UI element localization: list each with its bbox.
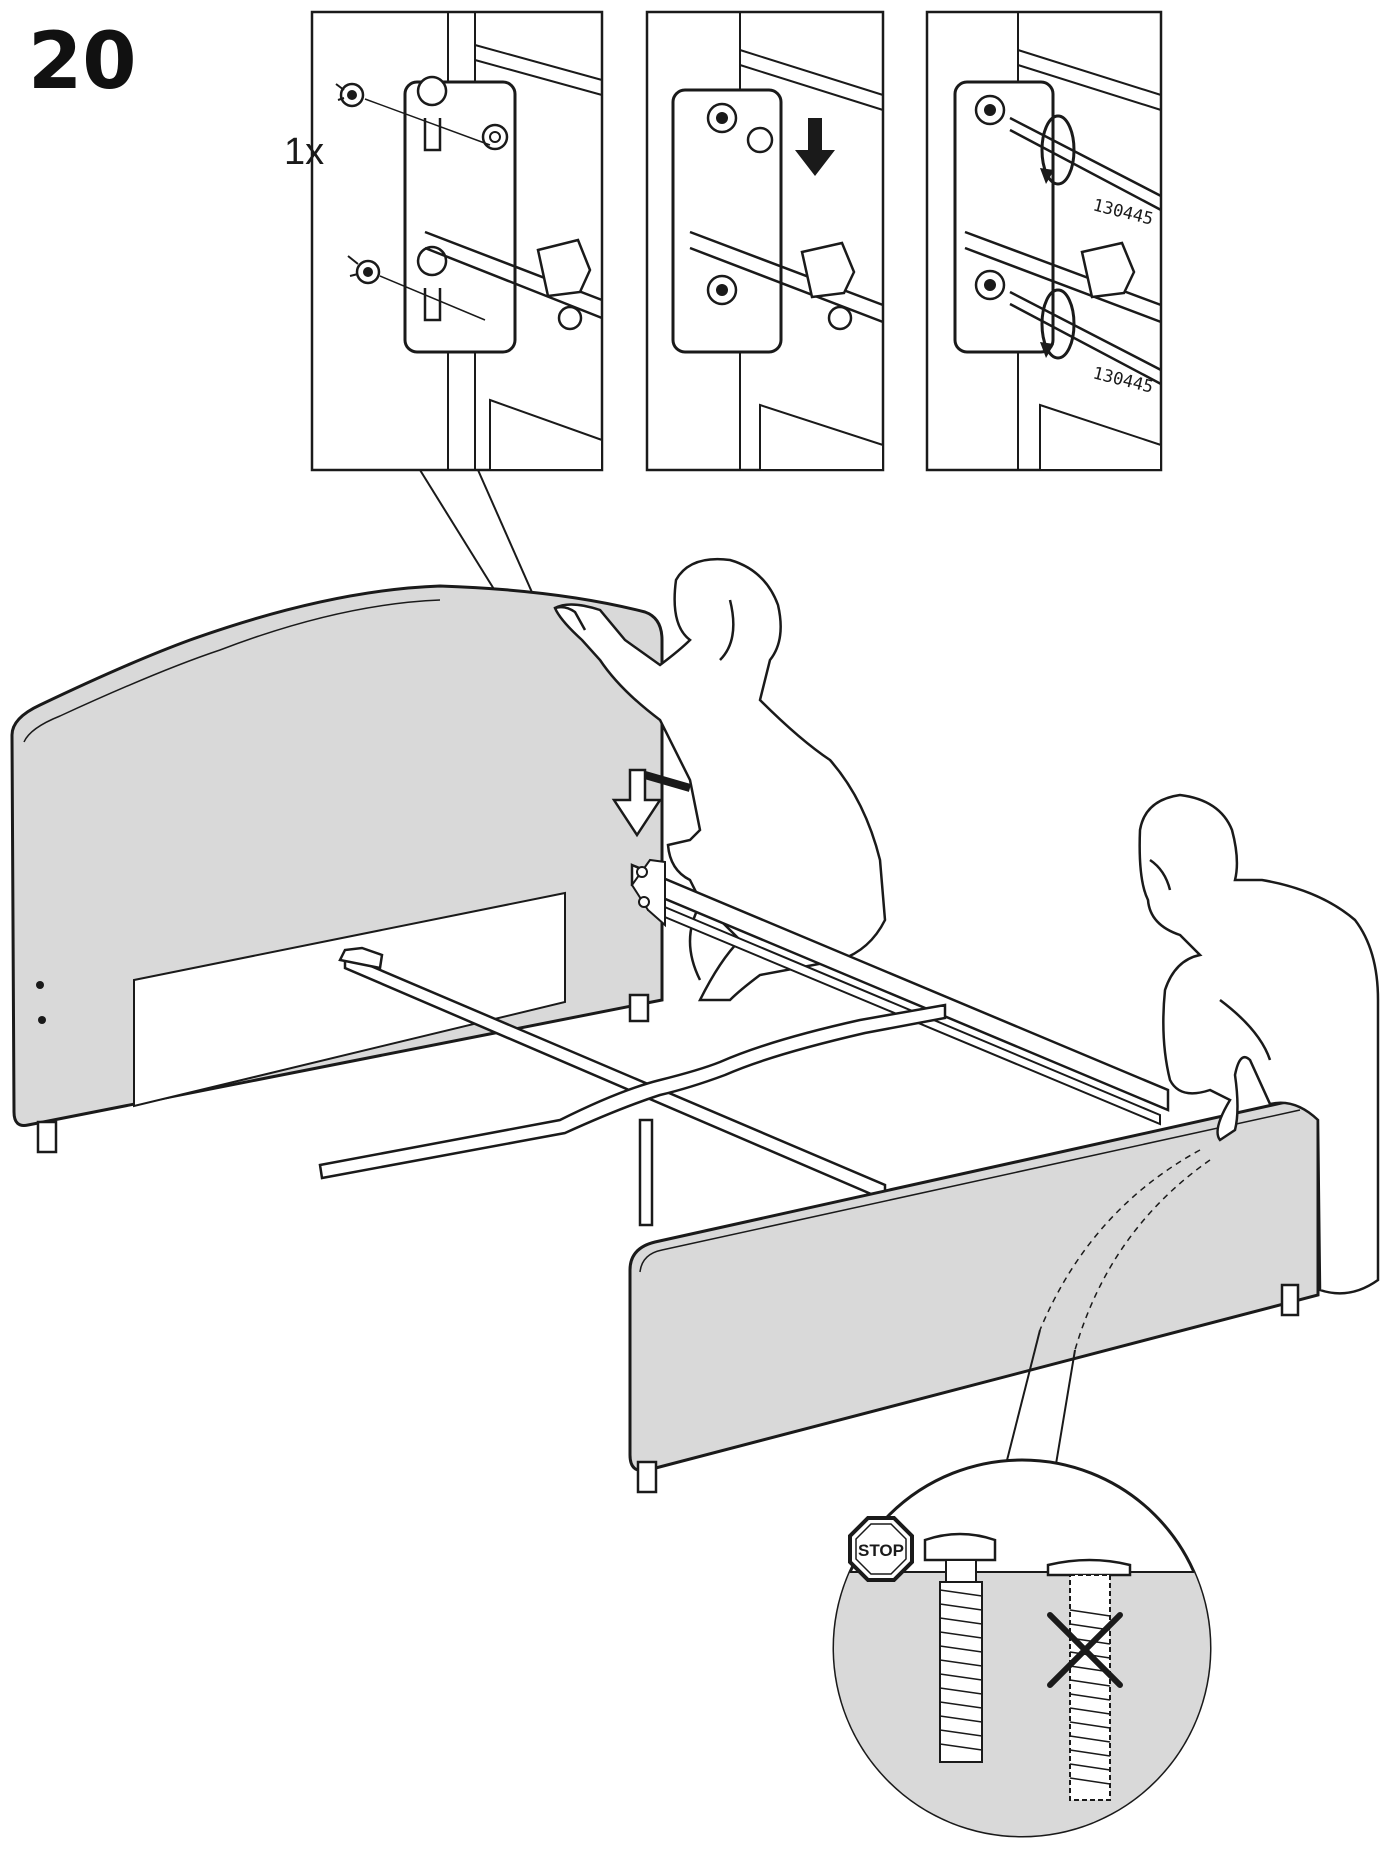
allen-key-upper-icon: [1009, 114, 1162, 212]
bolt-upper-icon: [335, 82, 491, 146]
detail-panel-tighten-bolts: 130445 130445: [925, 10, 1163, 472]
person-woman: [553, 558, 887, 1002]
detail-circle-bolt-depth: STOP: [832, 1458, 1212, 1838]
bolt-incorrect-icon: [1046, 1558, 1132, 1801]
headboard: [10, 584, 692, 1154]
footboard: [628, 1098, 1320, 1494]
quantity-label: 1x: [284, 131, 324, 173]
center-frame: [318, 946, 947, 1227]
detail-panel-insert-bolts: 1x: [284, 10, 604, 472]
person-man: [1138, 793, 1380, 1295]
arrow-down-icon: [795, 118, 835, 176]
allen-key-lower-icon: [1009, 288, 1162, 386]
step-number: 20: [28, 17, 137, 107]
stop-sign-icon: STOP: [848, 1516, 914, 1582]
cross-mark-icon: [1047, 1612, 1123, 1688]
arrow-right-icon: [643, 771, 692, 792]
bolt-lower-icon: [347, 255, 486, 321]
detail-callout-lines: [1001, 1329, 1076, 1481]
stop-sign-text: STOP: [858, 1541, 904, 1560]
detail-panel-hang-bracket: [645, 10, 885, 472]
bolt-correct-icon: [923, 1532, 997, 1763]
detail-callout-dashes: [1039, 1149, 1211, 1351]
